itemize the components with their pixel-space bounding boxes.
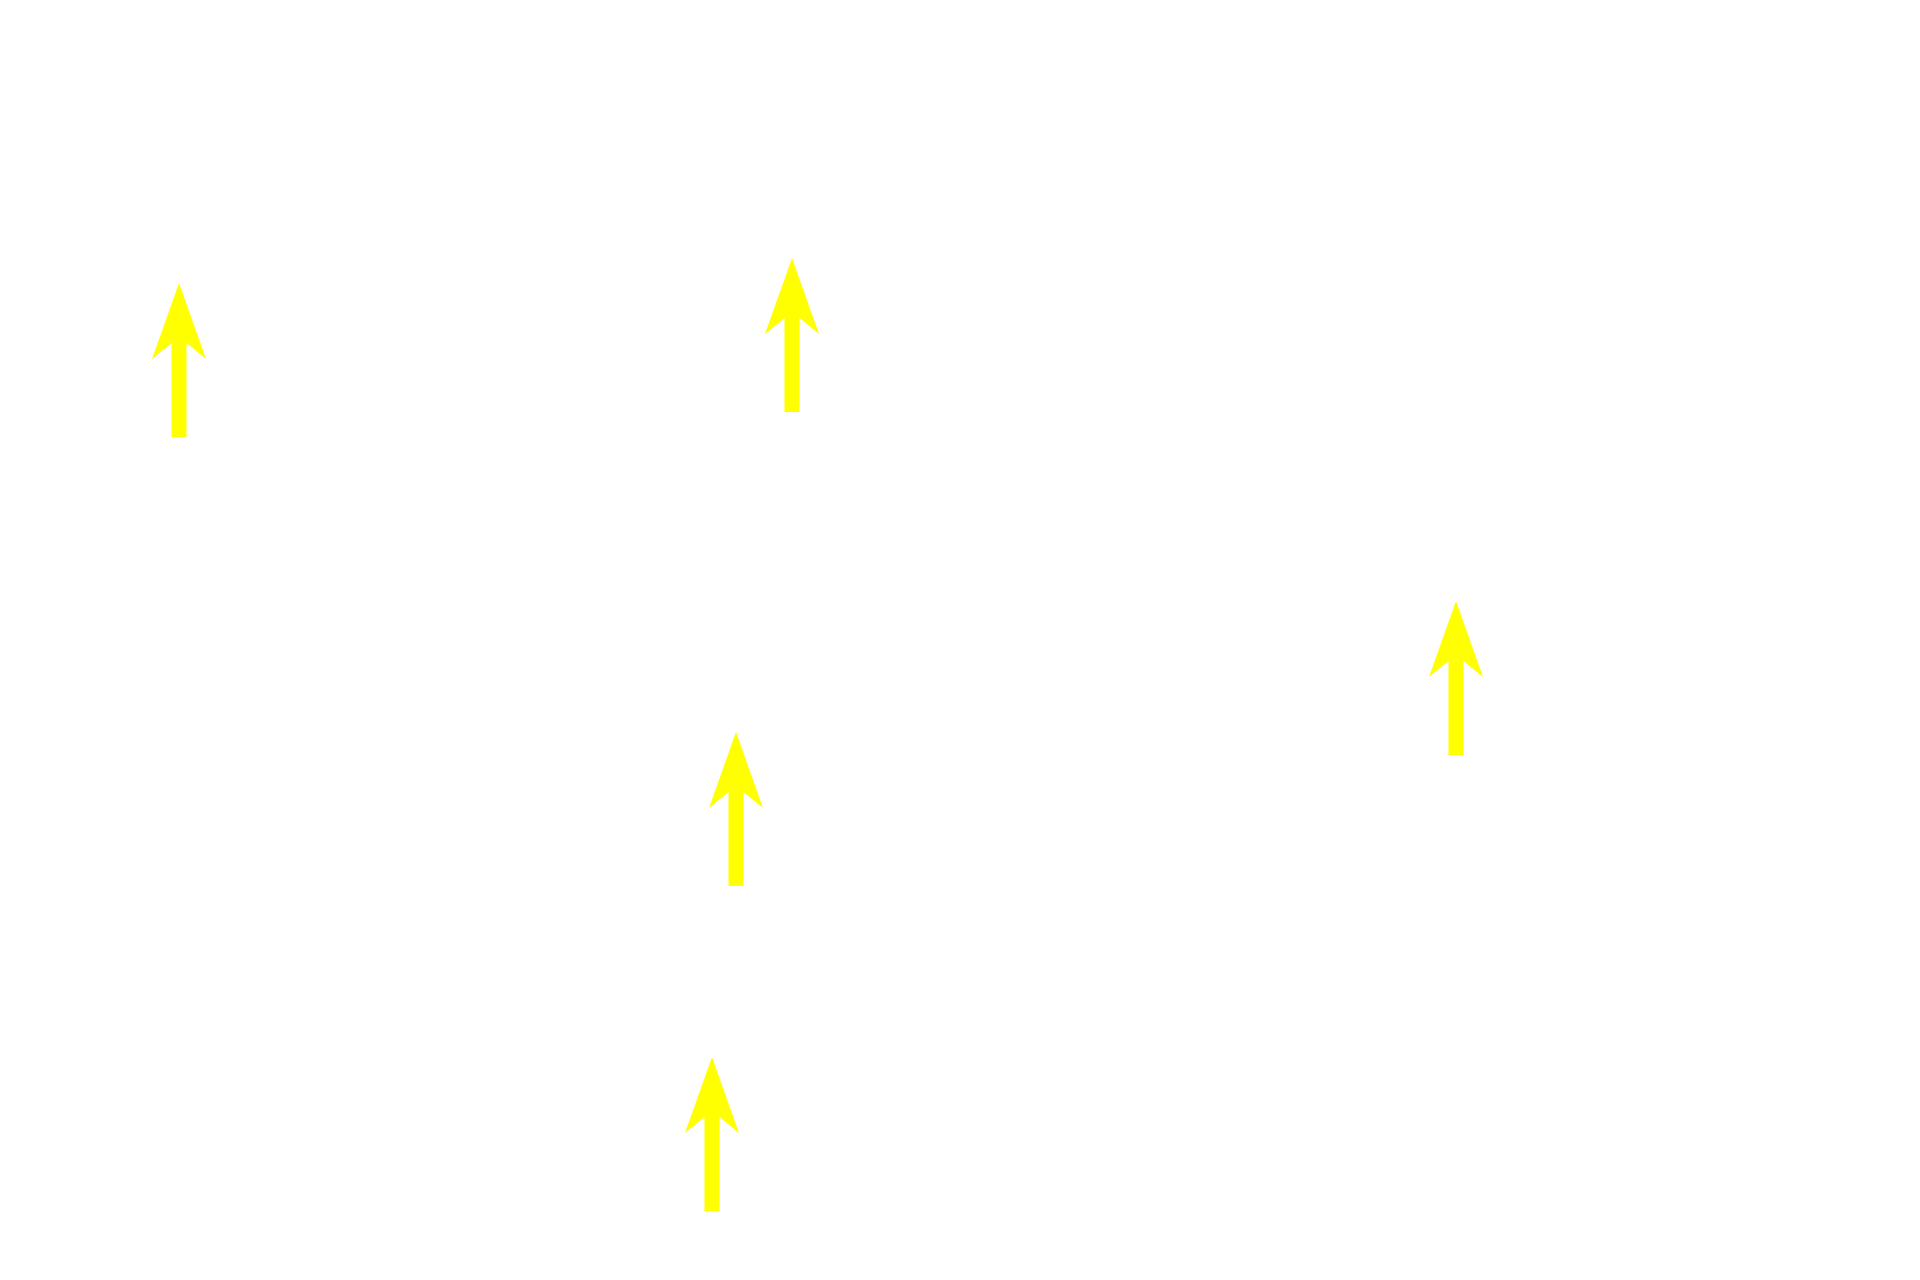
up-arrow-icon <box>1429 601 1483 755</box>
up-arrow-icon <box>709 732 763 886</box>
up-arrow-icon <box>685 1057 739 1211</box>
up-arrow-icon <box>152 283 206 437</box>
up-arrow-icon <box>765 258 819 412</box>
